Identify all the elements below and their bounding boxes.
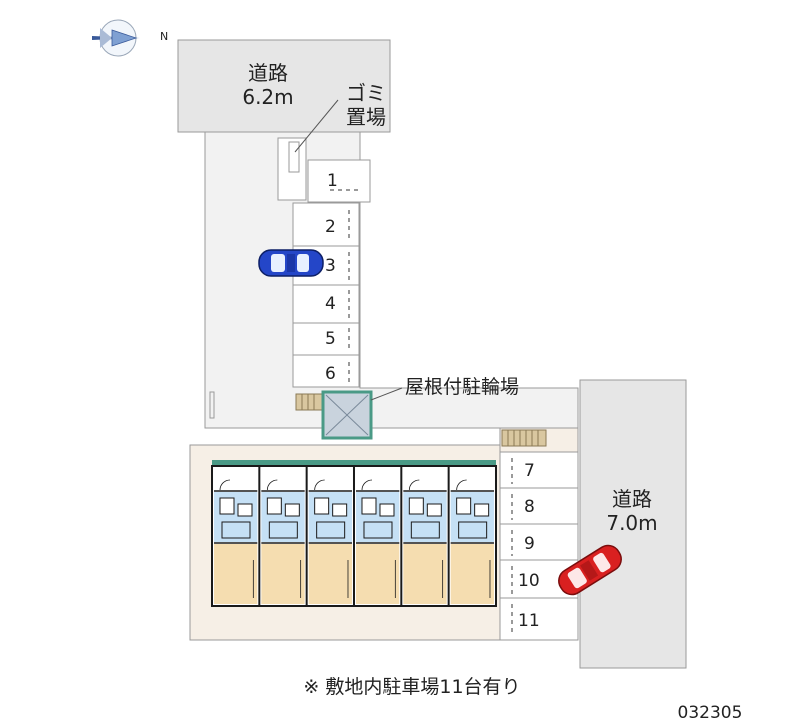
garbage-leader-line [294,99,339,153]
compass-rose-icon [92,19,140,57]
apartment-unit [258,466,305,606]
bicycle-rack-pattern [301,394,315,410]
apartment-unit [352,466,400,606]
bicycle-parking-label: 屋根付駐輪場 [405,376,519,398]
parking-number-3: 3 [325,256,336,276]
compass-north-label: N [160,30,168,43]
bicycle-rack-east-pattern [507,430,539,446]
parking-dividers-west [293,245,359,356]
building-roof-line [212,460,496,466]
garbage-bin [288,141,300,173]
building-units [214,466,494,606]
car-red [558,544,622,596]
bicycle-leader-line [370,387,403,401]
parking-number-1: 1 [327,171,338,191]
apartment-unit [400,466,447,606]
apartment-building [211,460,497,607]
garbage-area [277,137,307,201]
road-north-width: 6.2m [242,85,293,109]
parking-number-11: 11 [518,611,540,631]
parking-note: ※ 敷地内駐車場11台有り [303,676,520,698]
bicycle-rack [295,393,323,411]
parking-lot [204,131,579,429]
apartment-unit [214,468,258,604]
road-east-width: 7.0m [606,511,657,535]
parking-dividers-east [500,487,578,599]
parking-number-9: 9 [524,534,535,554]
parking-number-10: 10 [518,571,540,591]
parking-number-7: 7 [524,461,535,481]
car-blue [258,249,324,277]
garbage-label-line1: ゴミ [346,81,386,105]
parking-number-4: 4 [325,294,336,314]
apartment-unit [447,466,494,606]
bicycle-rack-east [501,429,547,447]
road-east [579,379,687,669]
apartment-unit [305,466,352,606]
parking-number-8: 8 [524,497,535,517]
bicycle-shelter-diagonals [325,394,369,436]
parking-strip-west [292,202,360,388]
road-north [177,39,391,133]
parking-number-5: 5 [325,329,336,349]
gate-marker [209,391,215,419]
garbage-label-line2: 置場 [346,105,386,129]
parking-number-2: 2 [325,217,336,237]
road-north-name: 道路 [248,61,288,85]
road-east-name: 道路 [612,487,652,511]
parking-space-1 [307,159,371,203]
parking-number-6: 6 [325,364,336,384]
property-code: 032305 [678,703,743,723]
